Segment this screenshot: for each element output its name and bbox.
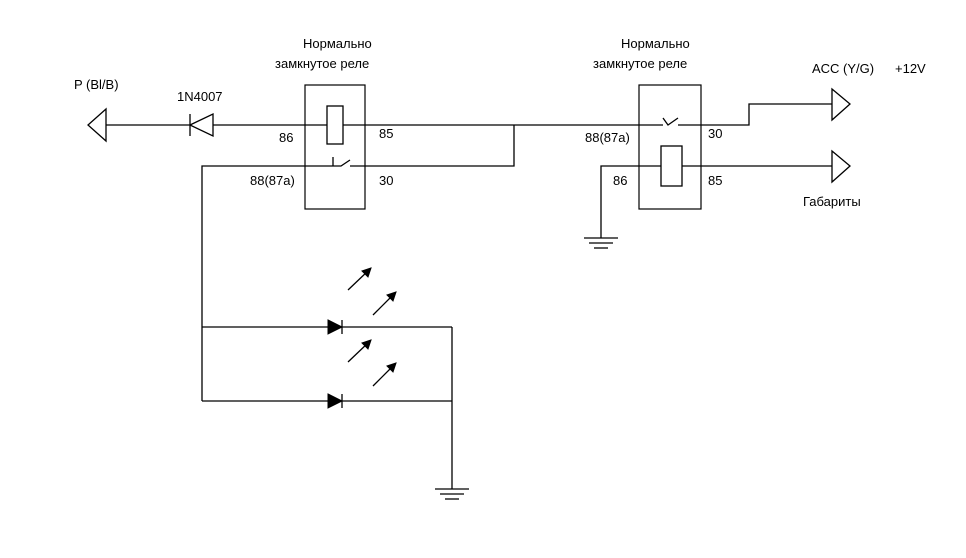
led-2-light-arrows [347,339,397,387]
relay-1-title-line1: Нормально [303,36,372,51]
wire-relay2-30-to-acc [678,103,832,126]
terminal-p-label: P (Bl/B) [74,77,119,92]
relay-2-title-line2: замкнутое реле [593,56,687,71]
terminal-acc-arrow [831,87,851,122]
relay-2-coil [660,145,683,187]
terminal-gabarity-arrow [831,149,851,184]
acc-label: ACC (Y/G) [812,61,874,76]
relay-1-pin-30-label: 30 [379,173,393,188]
relay-1-pin-85-label: 85 [379,126,393,141]
wire-relay1-88-to-leds [201,165,327,401]
relay-2-title-line1: Нормально [621,36,690,51]
relay-1-pin-86-label: 86 [279,130,293,145]
relay-2-pin-30-label: 30 [708,126,722,141]
relay-2-pin-88-label: 88(87a) [585,130,630,145]
diode-label: 1N4007 [177,89,223,104]
wire-relay2-86-to-ground [600,165,661,238]
led-2 [327,393,344,409]
relay-1-pin-88-label: 88(87a) [250,173,295,188]
plus-12v-label: +12V [895,61,926,76]
ground-symbol-leds [435,488,469,500]
relay-1-switch-contact [327,159,351,167]
led-1 [327,319,344,335]
relay-2-switch-contact [662,117,679,126]
led-1-light-arrows [347,267,397,316]
relay-2-pin-86-label: 86 [613,173,627,188]
relay-1-title-line2: замкнутое реле [275,56,369,71]
ground-symbol-relay2 [584,237,618,249]
wire-bus-to-relay1-30 [350,125,515,167]
diode-1n4007 [188,112,214,138]
relay-1-coil [326,105,344,145]
terminal-p-arrow [87,107,107,143]
gabarity-label: Габариты [803,194,861,209]
relay-1-body [304,84,366,210]
relay-2-pin-85-label: 85 [708,173,722,188]
